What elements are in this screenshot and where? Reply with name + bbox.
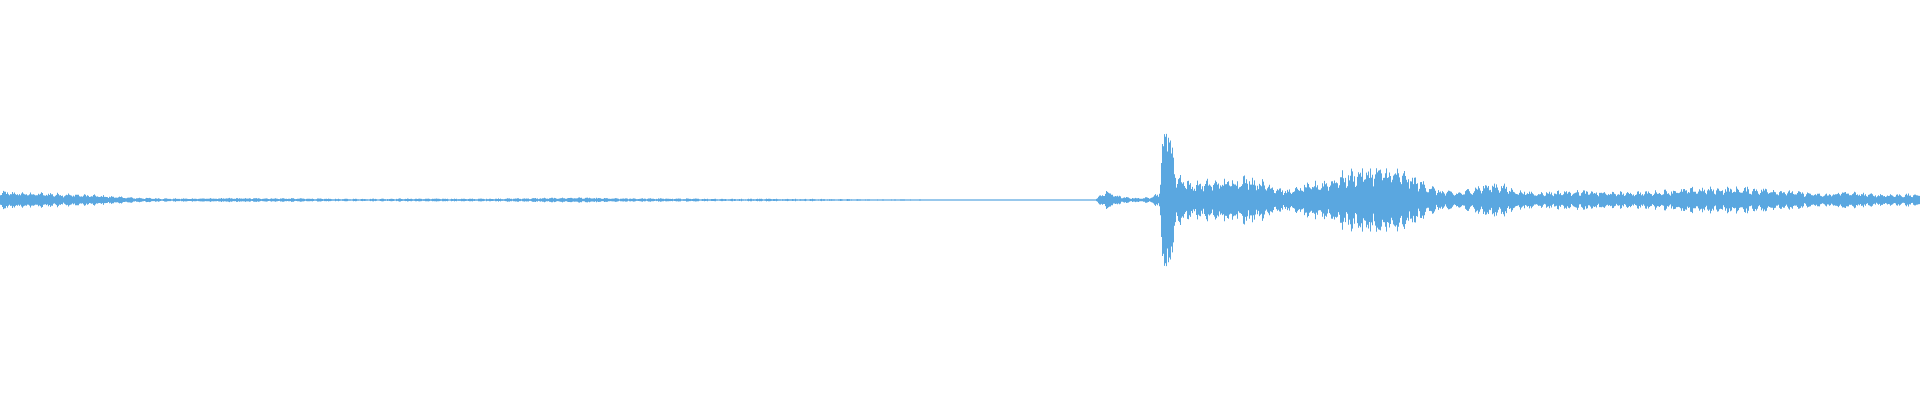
waveform-bars bbox=[0, 133, 1920, 267]
waveform-samples bbox=[0, 133, 1920, 267]
